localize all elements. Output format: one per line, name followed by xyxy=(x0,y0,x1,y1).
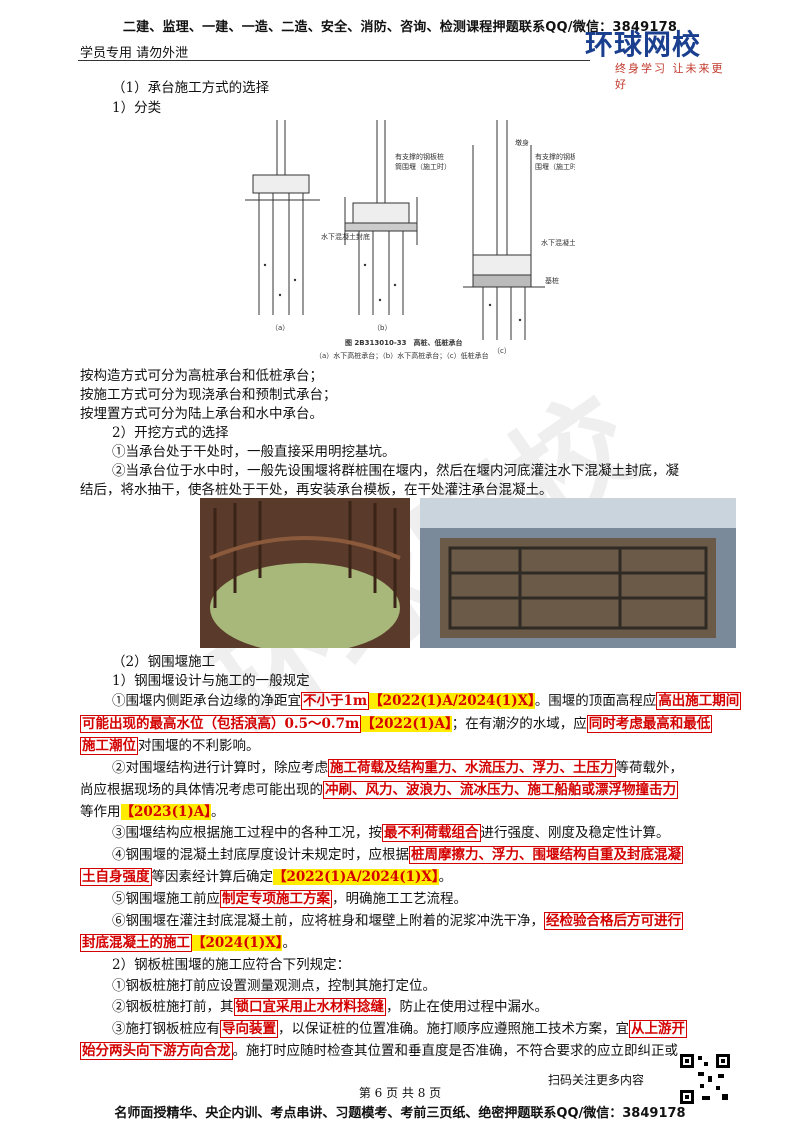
fig-label-c1: 墩身 xyxy=(515,138,529,147)
fig-label-a2: 筒围堰（施工时） xyxy=(395,162,451,171)
excavation-item-1: ①当承台处于干处时，一般直接采用明挖基坑。 xyxy=(112,444,396,460)
fig-caption: 图 2B313010-33 高桩、低桩承台 xyxy=(345,338,463,347)
rule-2-line-2: 尚应根据现场的具体情况考虑可能出现的冲刷、风力、波浪力、流冰压力、施工船舶或漂浮… xyxy=(80,781,678,799)
logo-text: 环球网校 xyxy=(585,28,702,61)
rule-1-line-3: 施工潮位对围堰的不利影响。 xyxy=(80,737,260,755)
exam-tag: 【2022(1)A】 xyxy=(361,716,452,732)
steel-subsection-title: 1）钢围堰设计与施工的一般规定 xyxy=(112,673,310,689)
excavation-title: 2）开挖方式的选择 xyxy=(112,425,229,441)
fig-sub-caption: （a）水下高桩承台；（b）水下高桩承台；（c）低桩承台 xyxy=(315,351,489,360)
subsection-heading: 1）分类 xyxy=(112,100,162,116)
sheet-pile-rule-3-line-1: ③施打钢板桩应有导向装置，以保证桩的位置准确。施打顺序应遵照施工技术方案，宜从上… xyxy=(112,1020,687,1038)
exam-tag: 【2024(1)X】 xyxy=(192,935,283,951)
fig-sub-c: （c） xyxy=(493,347,511,355)
classify-line-3: 按埋置方式可分为陆上承台和水中承台。 xyxy=(80,406,323,422)
rule-4-line-2: 土自身强度等因素经计算后确定【2022(1)A/2024(1)X】。 xyxy=(80,868,453,886)
header-divider xyxy=(78,60,590,61)
exam-tag: 【2022(1)A/2024(1)X】 xyxy=(273,869,439,885)
rule-1-line-2: 可能出现的最高水位（包括浪高）0.5～0.7m【2022(1)A】；在有潮汐的水… xyxy=(80,715,713,733)
rule-4-line-1: ④钢围堰的混凝土封底厚度设计未规定时，应根据桩周摩擦力、浮力、围堰结构自重及封底… xyxy=(112,846,683,864)
sheet-pile-rule-3-line-2: 始分两头向下游方向合龙。施打时应随时检查其位置和垂直度是否准确，不符合要求的应立… xyxy=(80,1042,678,1060)
rule-2-line-1: ②对围堰结构进行计算时，除应考虑施工荷载及结构重力、水流压力、浮力、土压力等荷载… xyxy=(112,759,683,777)
rule-5: ⑤钢围堰施工前应制定专项施工方案，明确施工工艺流程。 xyxy=(112,890,467,908)
rectangular-cofferdam-photo xyxy=(420,498,736,648)
qr-code-icon[interactable] xyxy=(678,1052,732,1106)
qr-caption: 扫码关注更多内容 xyxy=(548,1073,645,1087)
rule-6-line-2: 封底混凝土的施工【2024(1)X】。 xyxy=(80,934,296,952)
fig-label-a1: 有支撑的钢板桩 xyxy=(395,152,444,161)
logo-slogan: 终身学习 让未来更好 xyxy=(615,62,725,91)
steel-section-title: （2）钢围堰施工 xyxy=(112,654,216,670)
fig-label-water: 水下混凝土封底 xyxy=(321,232,370,241)
rule-1-line-1: ①围堰内侧距承台边缘的净距宜不小于1m【2022(1)A/2024(1)X】。围… xyxy=(112,692,742,710)
classify-line-2: 按施工方式可分为现浇承台和预制式承台； xyxy=(80,387,337,403)
bottom-banner: 名师面授精华、央企内训、考点串讲、习题模考、考前三页纸、绝密押题联系QQ/微信：… xyxy=(114,1106,686,1121)
sheet-pile-rule-1: ①钢板桩施打前应设置测量观测点，控制其施打定位。 xyxy=(112,978,436,994)
section-heading: （1）承台施工方式的选择 xyxy=(112,80,270,96)
confidential-note: 学员专用 请勿外泄 xyxy=(80,46,189,61)
sheet-pile-rule-2: ②钢板桩施打前，其锁口宜采用止水材料捻缝，防止在使用过程中漏水。 xyxy=(112,998,548,1016)
highlight-clearance: 不小于1m xyxy=(301,692,370,710)
fig-sub-b: （b） xyxy=(373,324,391,332)
page-number: 第 6 页 共 8 页 xyxy=(358,1086,442,1100)
exam-tag: 【2022(1)A/2024(1)X】 xyxy=(369,693,535,709)
top-banner: 二建、监理、一建、一造、二造、安全、消防、咨询、检测课程押题联系QQ/微信：38… xyxy=(122,20,678,35)
classify-line-1: 按构造方式可分为高桩承台和低桩承台； xyxy=(80,368,323,384)
brand-logo: 环球网校 终身学习 让未来更好 xyxy=(585,28,735,92)
exam-tag: 【2023(1)A】 xyxy=(120,804,211,820)
rule-6-line-1: ⑥钢围堰在灌注封底混凝土前，应将桩身和堰壁上附着的泥浆冲洗干净，经检验合格后方可… xyxy=(112,912,683,930)
rule-3: ③围堰结构应根据施工过程中的各种工况，按最不利荷载组合进行强度、刚度及稳定性计算… xyxy=(112,824,670,842)
pile-cap-diagram: 有支撑的钢板桩 筒围堰（施工时） 有支撑的钢板桩 围堰（施工时） 墩身 水下混凝… xyxy=(245,120,575,360)
excavation-item-2a: ②当承台位于水中时，一般先设围堰将群桩围在堰内，然后在堰内河底灌注水下混凝土封底… xyxy=(112,463,679,479)
fig-label-b1: 有支撑的钢板桩 xyxy=(535,152,575,161)
fig-label-pile: 基桩 xyxy=(545,276,559,285)
fig-sub-a: （a） xyxy=(271,324,289,332)
fig-label-b2: 围堰（施工时） xyxy=(535,162,575,171)
circular-cofferdam-photo xyxy=(200,498,410,648)
excavation-item-2b: 结后，将水抽干，使各桩处于干处，再安装承台模板，在干处灌注承台混凝土。 xyxy=(80,482,553,498)
fig-label-water2: 水下混凝土封底 xyxy=(541,238,575,247)
rule-2-line-3: 等作用【2023(1)A】。 xyxy=(80,804,225,820)
highlight-top-elevation: 高出施工期间 xyxy=(656,692,742,710)
sheet-pile-title: 2）钢板桩围堰的施工应符合下列规定： xyxy=(112,957,351,973)
